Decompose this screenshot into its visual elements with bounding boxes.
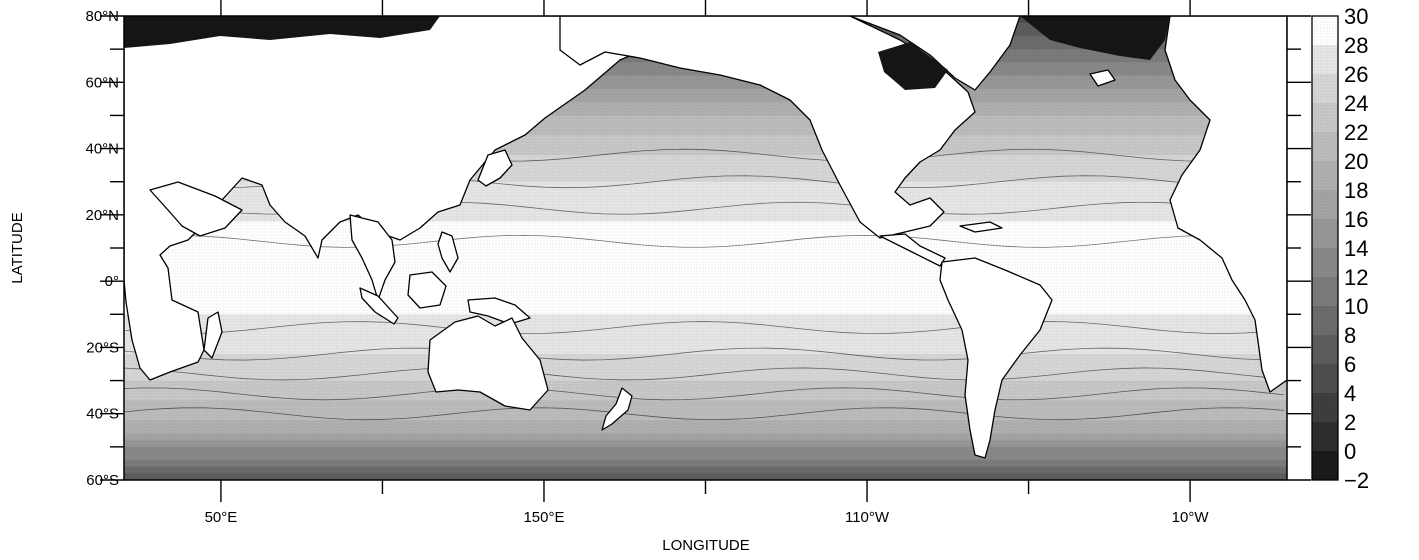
colorbar-label: 2 [1344,410,1356,435]
colorbar-frame [1311,15,1339,481]
colorbar-stipple [1312,16,1338,480]
land-masses [124,16,1287,459]
land-iceland [1089,69,1116,87]
colorbar-label: 22 [1344,120,1368,145]
land-north-america [559,16,976,239]
land-cuba [959,221,1003,233]
land-philippines [437,231,459,273]
colorbar-label: 12 [1344,265,1368,290]
land-greenland [849,16,1021,91]
lat-tick-label: 20°N [85,207,119,224]
colorbar-label: 28 [1344,33,1368,58]
lat-tick-label: 60°N [85,74,119,91]
colorbar-label: −2 [1344,468,1369,493]
colorbar-label: 24 [1344,91,1368,116]
land-indochina [349,214,396,301]
colorbar-label: 30 [1344,4,1368,29]
lon-tick-label: 150°E [523,509,564,526]
x-axis-title: LONGITUDE [662,537,750,554]
land-japan [477,149,513,187]
colorbar-label: 14 [1344,236,1368,261]
land-new-zealand [601,387,633,431]
land-arabia [149,181,243,237]
lon-tick-label: 110°W [845,509,890,526]
land-sumatra [359,287,399,325]
lat-tick-label: 40°N [85,141,119,158]
land-borneo [407,271,447,309]
y-axis-title: LATITUDE [9,212,26,283]
lon-tick-label: 10°W [1172,509,1210,526]
colorbar-label: 8 [1344,323,1356,348]
colorbar-label: 20 [1344,149,1368,174]
land-south-america [939,257,1053,459]
land-central-america [879,233,946,267]
colorbar-label: 16 [1344,207,1368,232]
colorbar-label: 26 [1344,62,1368,87]
map-panel [124,16,1287,480]
lat-tick-label: 20°S [86,339,119,356]
land-australia [427,315,549,411]
land-madagascar [203,311,223,359]
colorbar-label: 18 [1344,178,1368,203]
colorbar-label: 0 [1344,439,1356,464]
lat-tick-label: 80°N [85,8,119,25]
lon-tick-label: 50°E [205,509,238,526]
colorbar-label: 10 [1344,294,1368,319]
land-eurasia-africa [124,16,691,381]
lat-tick-label: 0° [105,273,119,290]
lat-tick-label: 40°S [86,406,119,423]
land-europe-africa-east [1164,16,1287,393]
land-new-guinea [467,297,531,325]
colorbar-label: 6 [1344,352,1356,377]
sea-ice-arctic [124,16,1170,90]
colorbar-label: 4 [1344,381,1356,406]
map-axes: 80°N 60°N 40°N 20°N 0° 20°S 40°S 60°S 50°E 150°E 1… [85,0,1311,526]
lat-tick-label: 60°S [86,472,119,489]
